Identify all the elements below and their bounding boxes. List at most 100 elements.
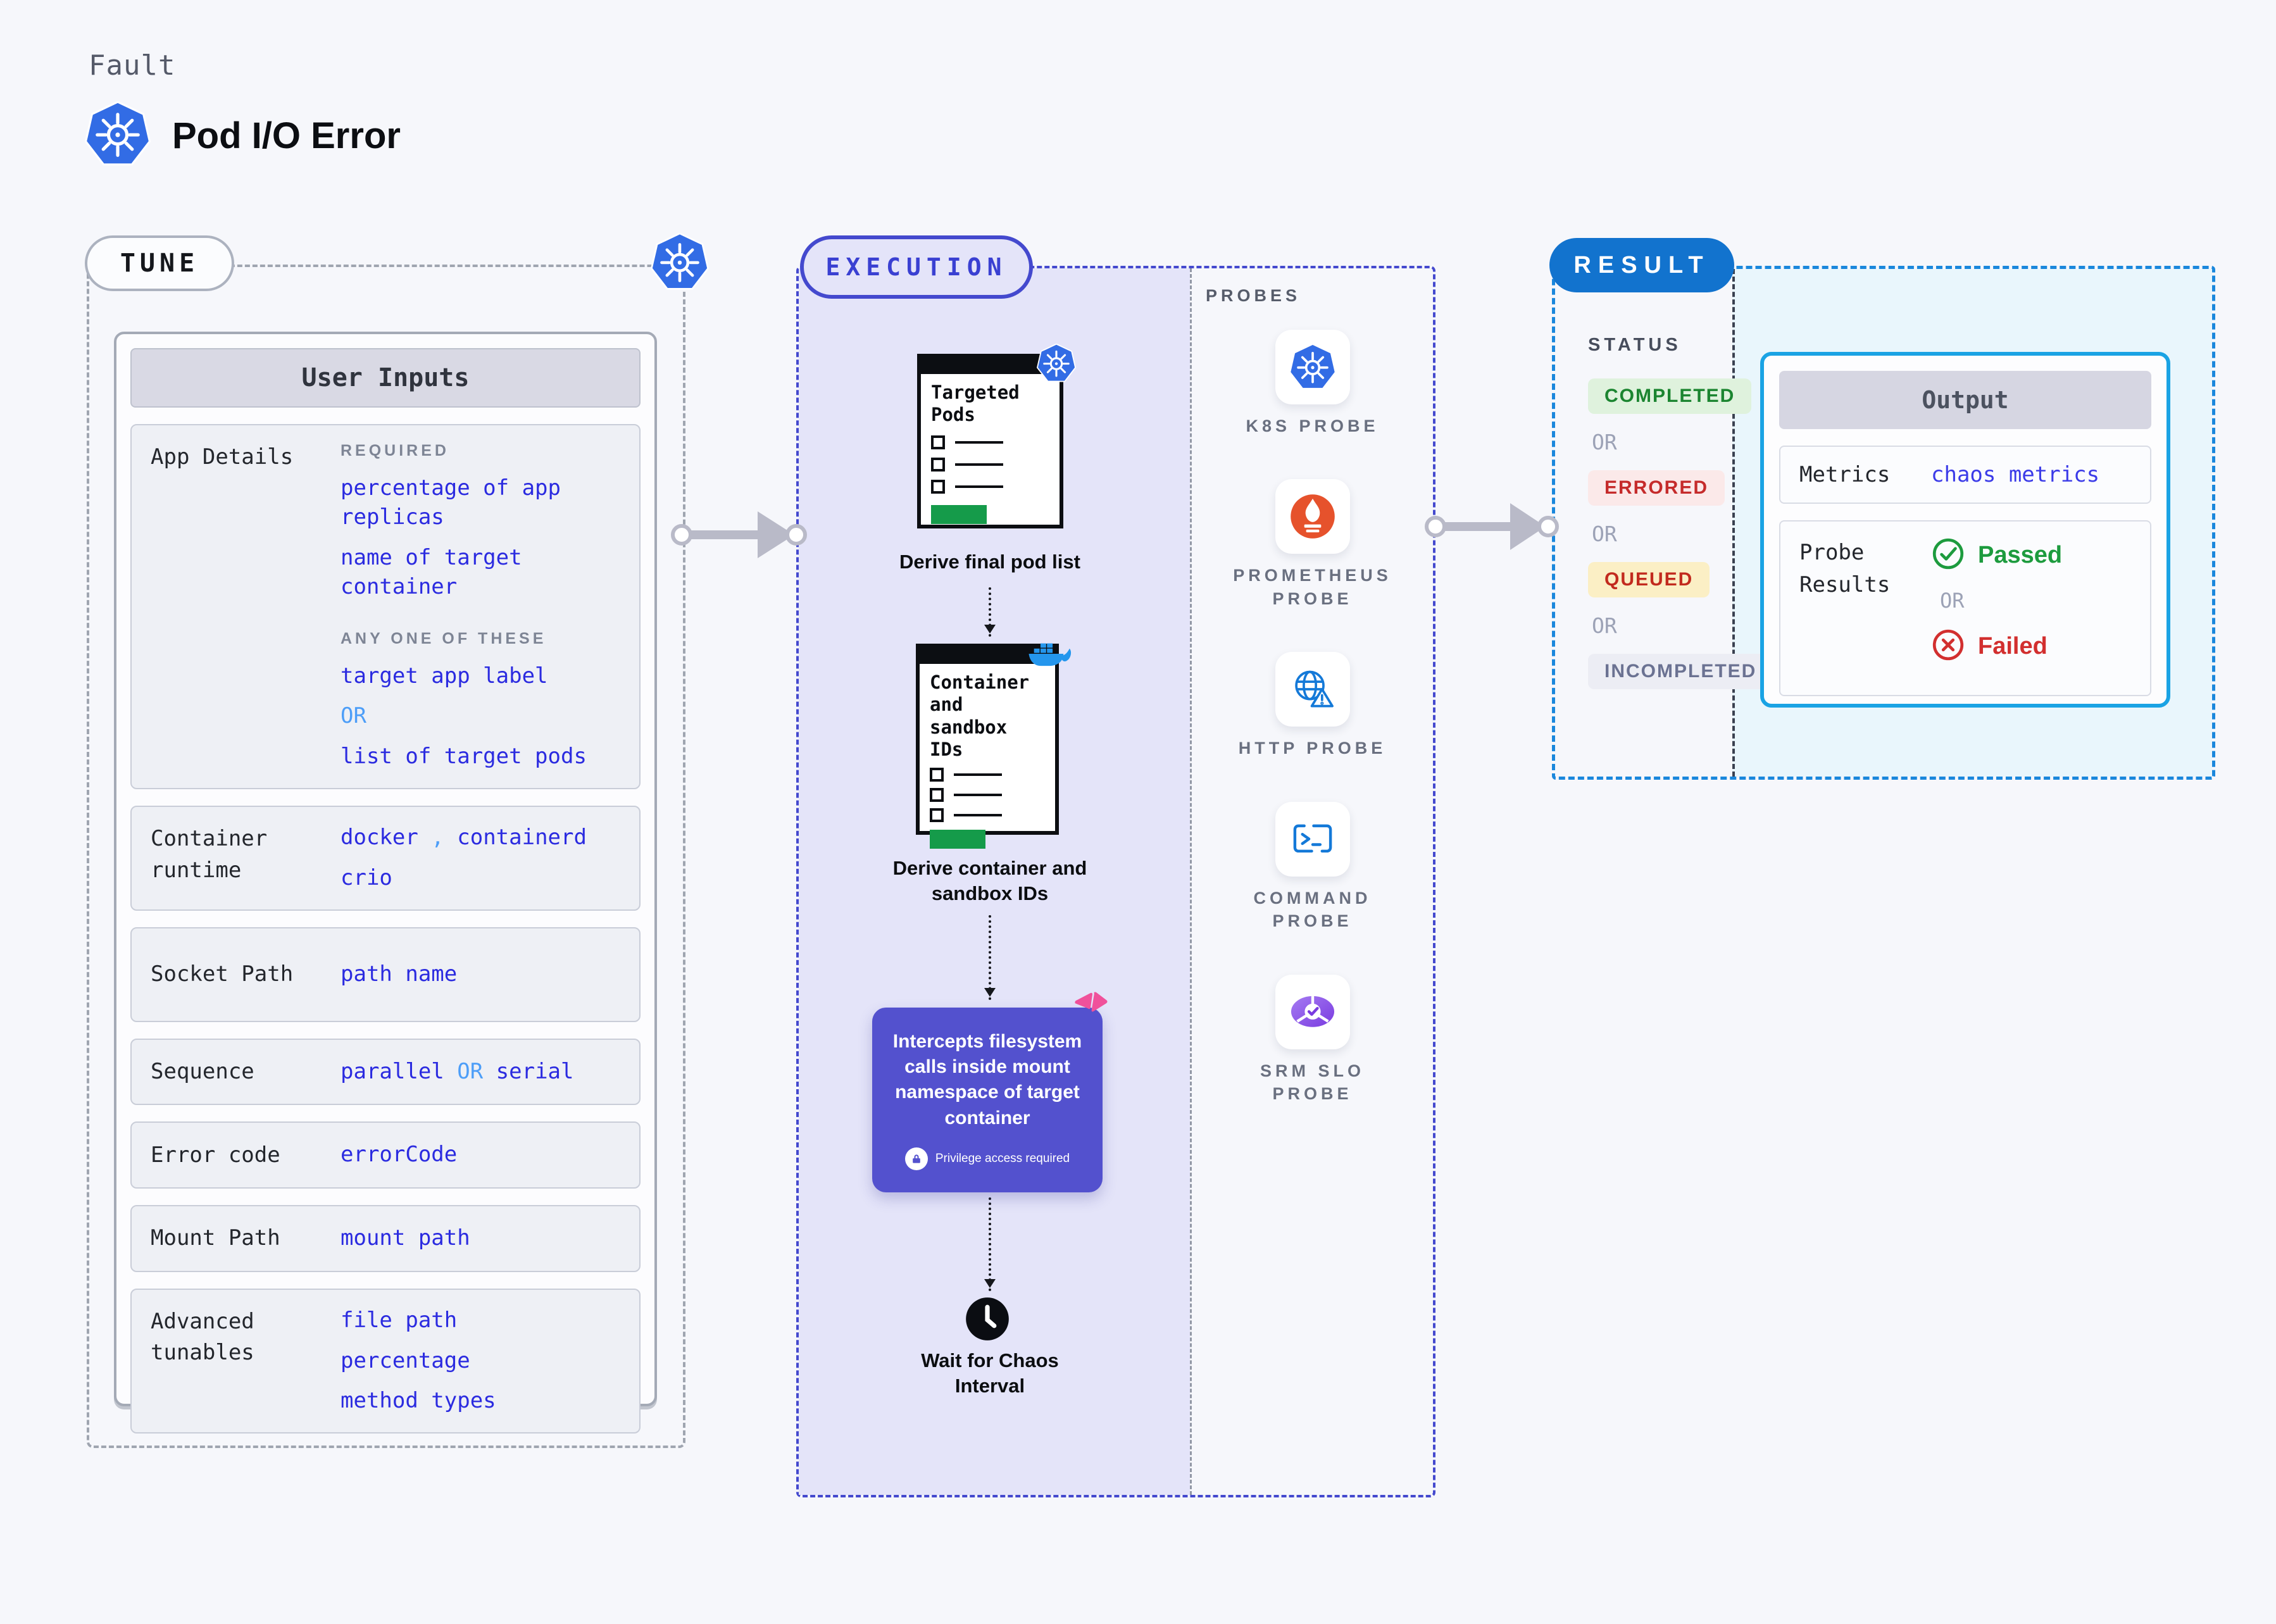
failed-label: Failed: [1978, 632, 2048, 659]
line-decoration: [955, 485, 1003, 488]
passed-line: Passed: [1931, 537, 2062, 573]
kubernetes-icon: [84, 101, 151, 170]
metrics-value: chaos metrics: [1931, 462, 2100, 487]
value-text: crio: [341, 865, 392, 891]
value-text: docker , containerd: [341, 825, 587, 851]
probe-list: K8S PROBE PROMETHEUS PROBE HTTP PROBE CO…: [1192, 330, 1433, 1106]
callout-text: Intercepts filesystem calls inside mount…: [892, 1031, 1082, 1128]
line-decoration: [954, 813, 1002, 816]
clock-icon: [965, 1296, 1010, 1344]
status-or-label: OR: [1592, 430, 1617, 454]
metrics-row: Metrics chaos metrics: [1779, 446, 2151, 504]
output-card: Output Metrics chaos metrics Probe Resul…: [1760, 352, 2170, 708]
row-label: Sequence: [151, 1059, 254, 1085]
probes-panel: PROBES K8S PROBE PROMETHEUS PROBE HTTP P…: [1190, 268, 1433, 1495]
checkbox-icon: [931, 479, 945, 494]
doc-title-bar: [921, 358, 1060, 374]
page-title: Pod I/O Error: [172, 115, 401, 156]
flow-arrow-down: [984, 587, 996, 637]
probe-item: HTTP PROBE: [1230, 652, 1395, 759]
tune-pill-label: TUNE: [120, 249, 199, 278]
value-text: parallel OR serial: [341, 1058, 574, 1084]
line-decoration: [955, 463, 1003, 466]
row-label: Container runtime: [151, 826, 268, 883]
user-input-row: Error code errorCode: [130, 1121, 641, 1189]
checkbox-icon: [930, 787, 944, 802]
probe-item: K8S PROBE: [1230, 330, 1395, 437]
value-text: list of target pods: [341, 744, 587, 770]
kubernetes-icon: [1036, 343, 1077, 385]
value-text: OR: [341, 703, 366, 729]
result-pill: RESULT: [1549, 238, 1734, 292]
probe-results-row: Probe Results Passed OR Failed: [1779, 520, 2151, 696]
privilege-note-text: Privilege access required: [935, 1151, 1070, 1165]
checkbox-icon: [931, 435, 945, 449]
probe-name: SRM SLO PROBE: [1260, 1061, 1365, 1104]
terminal-probe-icon: [1275, 801, 1350, 877]
probe-name: HTTP PROBE: [1238, 739, 1387, 758]
status-or-label: OR: [1592, 613, 1617, 638]
doc-checklist: [931, 435, 1049, 494]
value-text: name of target container: [341, 544, 522, 599]
row-label: Mount Path: [151, 1225, 280, 1251]
tune-to-execution-arrow: [671, 511, 807, 558]
prometheus-probe-icon: [1275, 479, 1350, 554]
line-decoration: [954, 773, 1002, 776]
docker-icon: [1026, 637, 1074, 675]
status-badge-completed: COMPLETED: [1588, 378, 1752, 414]
status-label: STATUS: [1588, 335, 1682, 355]
metrics-label: Metrics: [1799, 461, 1891, 487]
row-label: App Details: [151, 444, 294, 470]
step-caption: Derive container and sandbox IDs: [892, 857, 1087, 905]
value-text: percentage of app replicas: [341, 475, 561, 530]
doc-checklist: [930, 767, 1045, 822]
doc-title: Targeted Pods: [931, 382, 1020, 426]
probes-to-result-arrow: [1425, 503, 1559, 550]
status-badge-queued: QUEUED: [1588, 562, 1710, 597]
privilege-note: Privilege access required: [887, 1147, 1087, 1170]
row-values: errorCode: [341, 1140, 620, 1170]
probe-item: PROMETHEUS PROBE: [1230, 479, 1395, 610]
row-label: Advanced tunables: [151, 1308, 254, 1365]
user-inputs-header: User Inputs: [130, 348, 641, 408]
status-badge-incompleted: INCOMPLETED: [1588, 654, 1773, 689]
row-values: mount path: [341, 1224, 620, 1253]
checkbox-icon: [931, 457, 945, 472]
value-text: method types: [341, 1388, 496, 1414]
line-decoration: [954, 793, 1002, 796]
flow-arrow-down: [984, 1197, 996, 1291]
kubernetes-icon: [650, 232, 710, 294]
step-caption: Derive final pod list: [899, 551, 1080, 573]
probe-name: COMMAND PROBE: [1253, 888, 1372, 931]
probe-name: K8S PROBE: [1246, 416, 1379, 435]
probe-item: COMMAND PROBE: [1230, 801, 1395, 933]
failed-line: Failed: [1931, 628, 2062, 665]
result-pill-label: RESULT: [1573, 251, 1710, 278]
value-text: file path: [341, 1307, 458, 1333]
kubernetes-probe-icon: [1275, 330, 1350, 404]
row-label: Error code: [151, 1142, 280, 1168]
http-probe-icon: [1275, 652, 1350, 727]
lock-icon: [904, 1147, 928, 1170]
value-text: target app label: [341, 663, 548, 689]
green-bar-decoration: [931, 504, 987, 524]
checkbox-icon: [930, 767, 944, 782]
doc-title: Container and sandbox IDs: [930, 671, 1030, 761]
check-circle-icon: [1931, 537, 1965, 573]
passed-label: Passed: [1978, 541, 2063, 568]
page-header: Pod I/O Error: [84, 101, 401, 170]
green-bar-decoration: [930, 829, 985, 849]
flow-arrow-down: [984, 915, 996, 1000]
execution-pill-label: EXECUTION: [825, 253, 1008, 281]
probe-results-values: Passed OR Failed: [1931, 537, 2062, 680]
execution-pill: EXECUTION: [800, 235, 1033, 299]
tune-section: [87, 265, 685, 1448]
tune-pill: TUNE: [85, 235, 234, 291]
